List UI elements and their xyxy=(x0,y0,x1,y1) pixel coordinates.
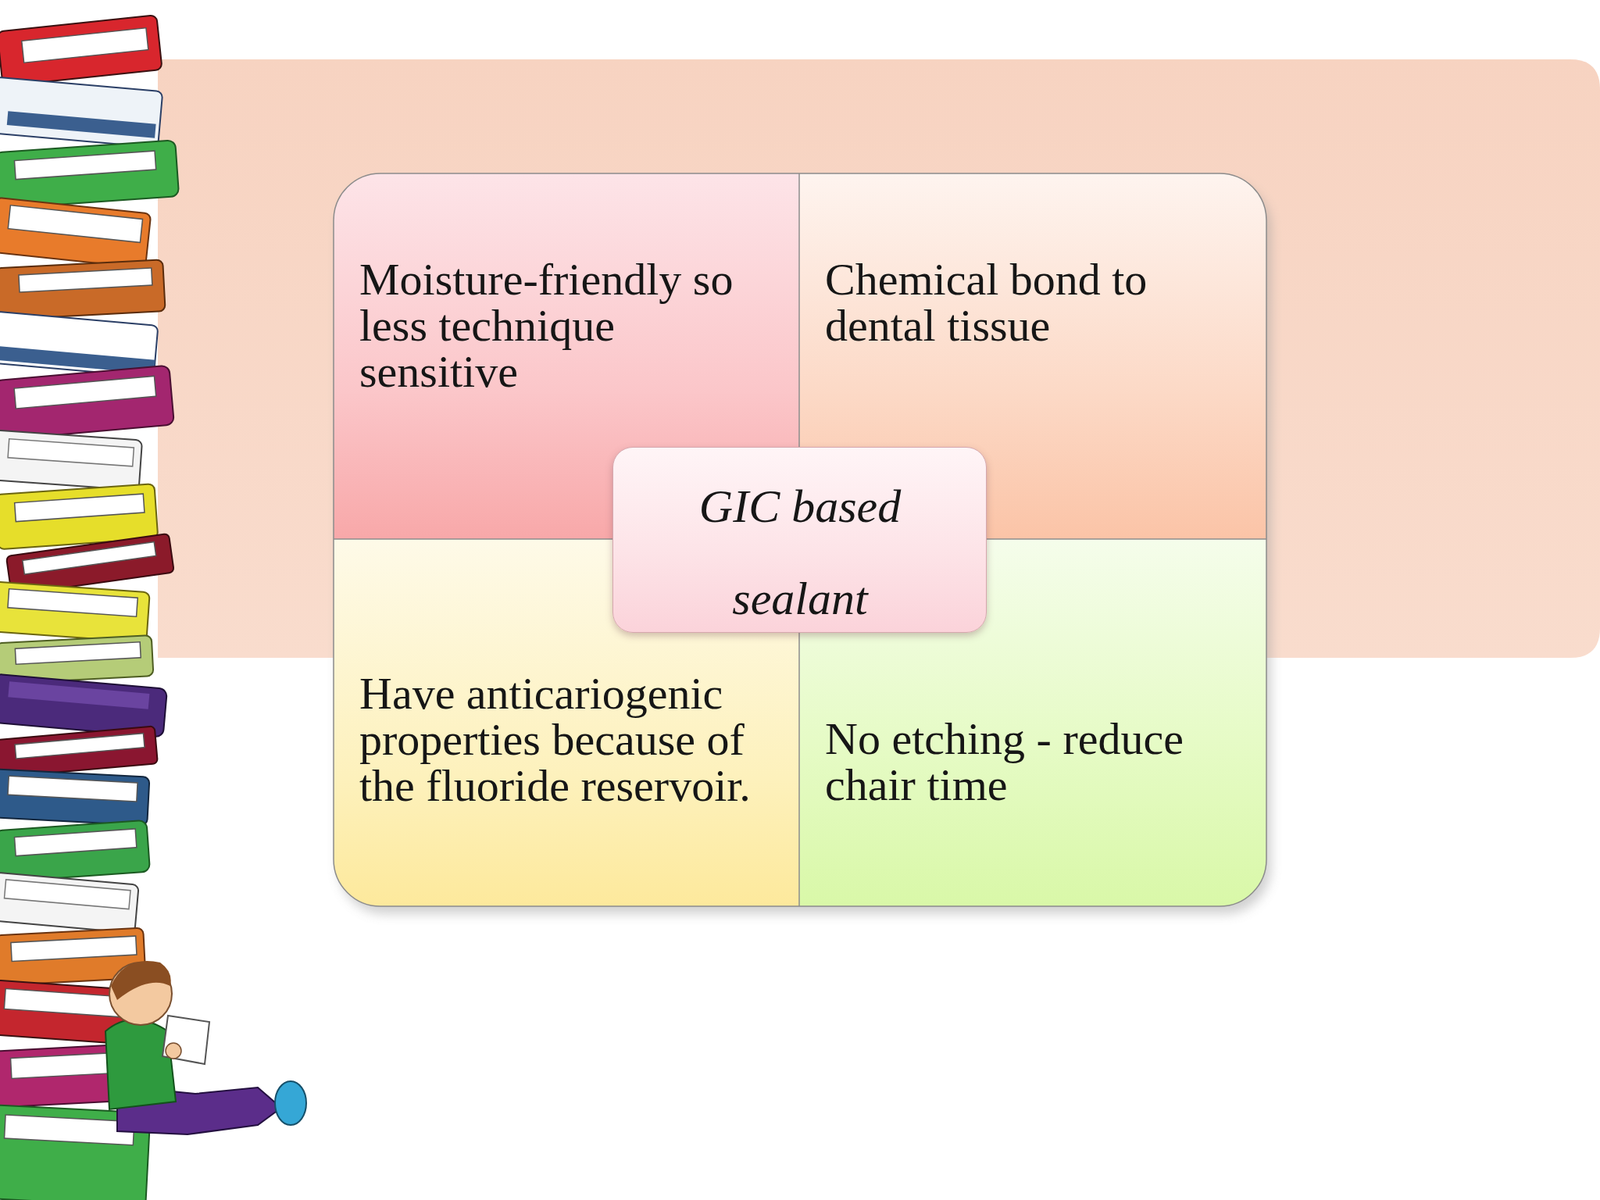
book-pages xyxy=(14,150,156,179)
book-cover xyxy=(0,139,179,209)
book-cover xyxy=(0,674,168,738)
book xyxy=(0,820,150,883)
book-pages xyxy=(21,28,149,64)
book-pages xyxy=(14,828,137,857)
book-pages xyxy=(7,110,157,138)
book xyxy=(0,725,158,778)
center-title: GIC based sealant xyxy=(667,460,933,645)
book xyxy=(0,483,158,550)
book-cover xyxy=(0,365,175,440)
child-body xyxy=(105,1019,176,1110)
book xyxy=(0,139,179,209)
reading-child xyxy=(105,960,307,1135)
book-pages xyxy=(14,493,145,522)
feature-text: Chemical bond to dental tissue xyxy=(825,256,1216,349)
book-pages xyxy=(14,733,145,759)
child-hair xyxy=(110,960,172,1000)
book-pages xyxy=(14,375,157,409)
child-shoe xyxy=(275,1081,307,1125)
book-cover xyxy=(0,1043,143,1108)
book-cover xyxy=(0,928,147,986)
book-pages xyxy=(7,439,134,467)
book xyxy=(0,979,135,1044)
book xyxy=(0,14,163,86)
book xyxy=(0,197,151,269)
book xyxy=(0,259,166,320)
book-cover xyxy=(0,259,166,320)
book-pages xyxy=(10,1052,129,1079)
book xyxy=(0,311,158,378)
book-cover xyxy=(0,581,150,643)
book-stack-illustration xyxy=(0,0,329,1200)
book xyxy=(0,768,150,825)
book-cover xyxy=(0,197,151,269)
book-cover xyxy=(0,1104,150,1200)
book-cover xyxy=(0,820,150,883)
book xyxy=(0,365,175,440)
feature-text: No etching - reduce chair time xyxy=(825,715,1232,808)
book-pages xyxy=(7,681,150,710)
book-cover xyxy=(0,979,135,1044)
book-pages xyxy=(4,1114,135,1146)
center-topic-box: GIC based sealant xyxy=(612,446,987,633)
book-pages xyxy=(18,267,153,293)
book-pages xyxy=(7,775,138,802)
book-cover xyxy=(0,311,158,378)
book-cover xyxy=(0,77,163,148)
book-cover xyxy=(0,768,150,825)
child-hand xyxy=(165,1042,182,1059)
book-pages xyxy=(7,205,143,243)
book xyxy=(0,429,143,490)
book-pages xyxy=(0,346,156,374)
book-pages xyxy=(14,642,141,665)
book-cover xyxy=(0,725,158,778)
book xyxy=(0,872,140,934)
child-legs xyxy=(117,1085,282,1135)
book-pages xyxy=(22,542,157,575)
book xyxy=(0,674,168,738)
book xyxy=(0,635,154,684)
book xyxy=(6,533,175,596)
book-pages xyxy=(10,935,137,961)
book xyxy=(0,581,150,643)
child-head xyxy=(109,962,172,1025)
book xyxy=(0,1104,150,1200)
book xyxy=(0,928,147,986)
book-cover xyxy=(6,533,175,596)
paper-sheet xyxy=(162,1015,210,1065)
book-pages xyxy=(7,589,138,617)
feature-text: Have anticariogenic properties because o… xyxy=(359,670,754,809)
feature-text: Moisture-friendly so less technique sens… xyxy=(359,256,770,395)
book-cover xyxy=(0,429,143,490)
book xyxy=(0,77,163,148)
book-cover xyxy=(0,14,163,86)
book xyxy=(0,1043,143,1108)
book-cover xyxy=(0,872,140,934)
book-pages xyxy=(3,988,122,1017)
book-cover xyxy=(0,635,154,684)
book-cover xyxy=(0,483,158,550)
outer-border xyxy=(333,173,1267,907)
book-pages xyxy=(4,879,131,910)
